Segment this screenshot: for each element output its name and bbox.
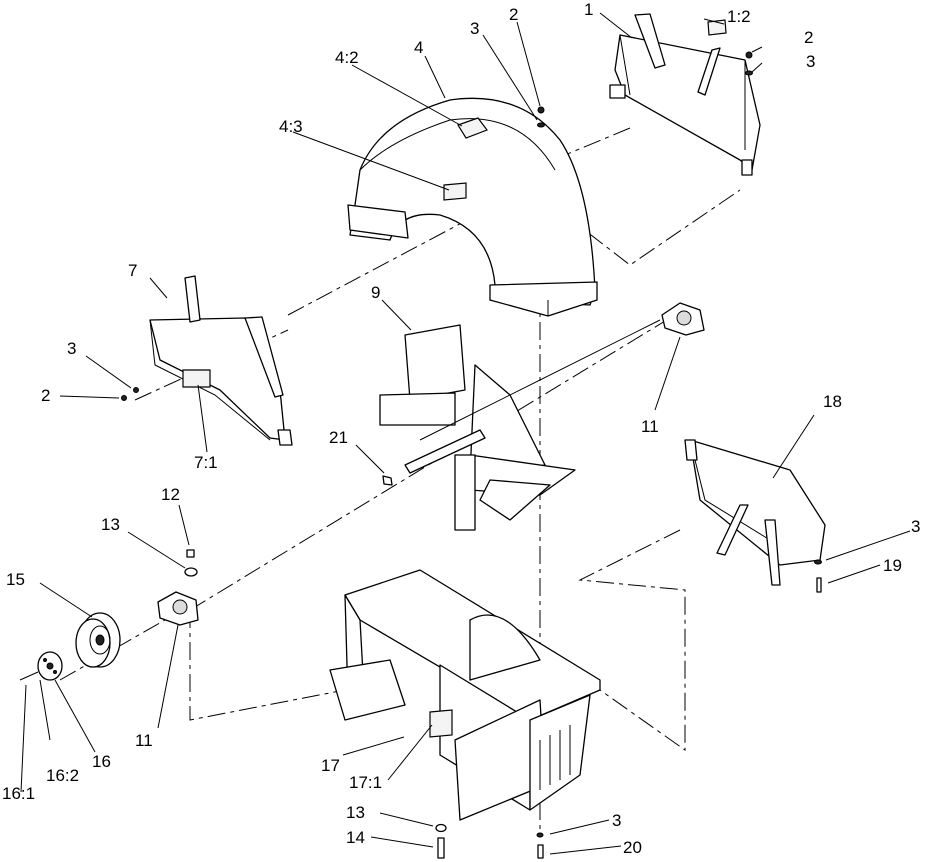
decal-17-1 <box>429 709 453 738</box>
left-side-cover <box>149 275 293 446</box>
callout-1: 1 <box>584 0 593 19</box>
callout-1-2: 1:2 <box>727 7 751 26</box>
callout-9: 9 <box>371 283 380 302</box>
callout-16: 16 <box>92 752 111 771</box>
decal-7-1 <box>182 369 211 388</box>
bearing-right <box>661 302 705 336</box>
callout-7: 7 <box>128 261 137 280</box>
callout-4-2: 4:2 <box>335 48 359 67</box>
callout-17-1: 17:1 <box>349 773 382 792</box>
callout-18: 18 <box>823 392 842 411</box>
callout-13-bottom: 13 <box>346 803 365 822</box>
lower-right-chute <box>684 439 826 586</box>
callout-3-top: 3 <box>470 19 479 38</box>
callout-4-3: 4:3 <box>279 117 303 136</box>
callout-20: 20 <box>623 838 642 857</box>
leader-lines <box>20 12 911 855</box>
callout-3-left: 3 <box>67 339 76 358</box>
callout-11-left: 11 <box>135 731 153 750</box>
callout-7-1: 7:1 <box>194 453 218 472</box>
callout-16-2: 16:2 <box>46 766 79 785</box>
callout-labels: 1 1:2 2 3 2 3 4 4:2 4:3 7 3 2 7:1 9 11 1… <box>2 0 920 857</box>
callout-19: 19 <box>883 556 902 575</box>
callout-11-right: 11 <box>641 417 659 436</box>
callout-2-top: 2 <box>509 5 518 24</box>
callout-4: 4 <box>414 38 423 57</box>
bearing-left <box>157 591 199 626</box>
callout-3-mid: 3 <box>911 517 920 536</box>
callout-3-bottom: 3 <box>612 811 621 830</box>
main-frame <box>329 569 601 821</box>
upper-right-panel <box>609 13 761 176</box>
hub <box>19 651 63 681</box>
pulley <box>75 612 121 668</box>
callout-15: 15 <box>6 570 25 589</box>
callout-3-right: 3 <box>806 52 815 71</box>
impeller <box>379 319 661 531</box>
callout-14: 14 <box>346 828 365 847</box>
callout-2-right: 2 <box>804 28 813 47</box>
callout-17: 17 <box>321 756 340 775</box>
decal-4-3 <box>443 182 467 201</box>
callout-2-left: 2 <box>41 386 50 405</box>
callout-12: 12 <box>161 485 180 504</box>
callout-21: 21 <box>329 428 348 447</box>
decal-4-2 <box>457 117 488 139</box>
callout-16-1: 16:1 <box>2 784 35 803</box>
blower-housing <box>347 97 598 317</box>
hardware <box>121 51 822 859</box>
callout-13-left: 13 <box>101 515 120 534</box>
